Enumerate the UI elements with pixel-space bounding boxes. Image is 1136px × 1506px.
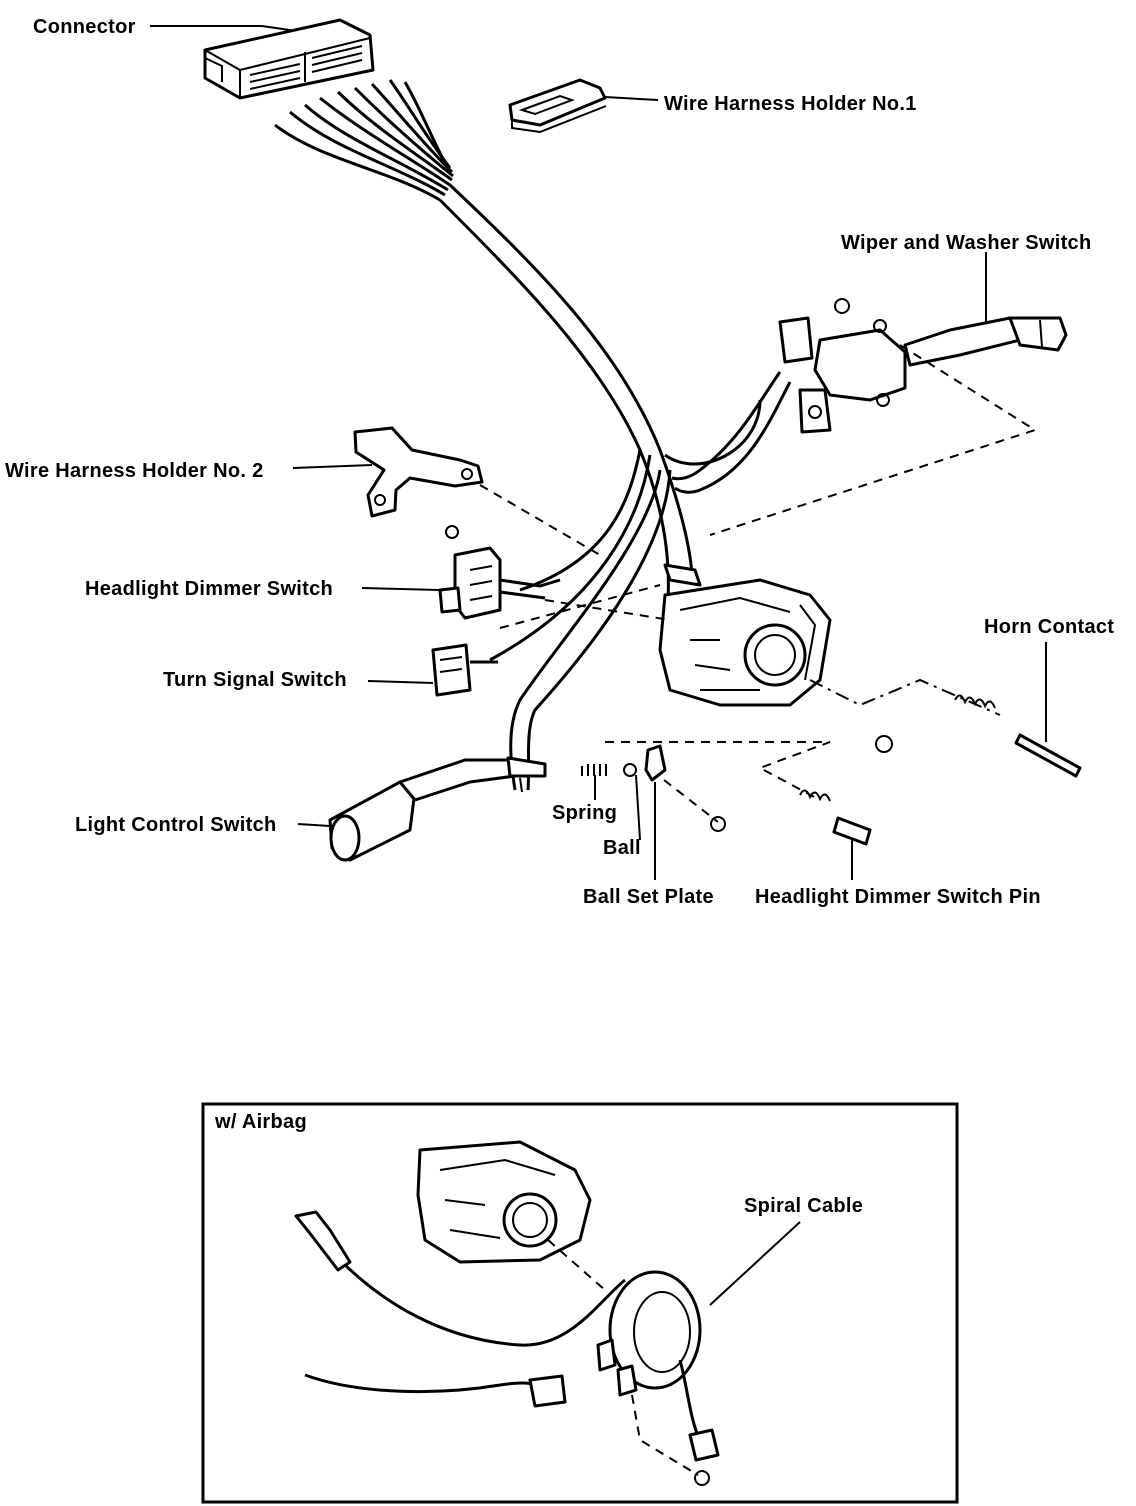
label-spring: Spring — [552, 802, 617, 824]
light-control-switch-part — [328, 756, 547, 862]
label-spiral-cable: Spiral Cable — [744, 1195, 863, 1217]
assembly-lines — [479, 344, 1038, 823]
label-horn-contact: Horn Contact — [984, 616, 1114, 638]
label-light-control-switch: Light Control Switch — [75, 814, 277, 836]
label-connector: Connector — [33, 16, 136, 38]
label-headlight-dimmer-switch-pin: Headlight Dimmer Switch Pin — [755, 886, 1041, 908]
wire-harness-holder-2-part — [353, 426, 484, 518]
wire-bundle — [274, 79, 762, 791]
label-ball-set-plate: Ball Set Plate — [583, 886, 714, 908]
airbag-inset: w/ Airbag Spiral Cable — [201, 1102, 959, 1504]
horn-contact-part — [875, 694, 1082, 778]
label-wire-harness-holder-2: Wire Harness Holder No. 2 — [5, 460, 264, 482]
inset-title: w/ Airbag — [214, 1111, 307, 1133]
label-ball: Ball — [603, 837, 641, 859]
label-turn-signal-switch: Turn Signal Switch — [163, 669, 347, 691]
label-headlight-dimmer-switch: Headlight Dimmer Switch — [85, 578, 333, 600]
leader-lines — [150, 25, 1047, 880]
label-wiper-washer-switch: Wiper and Washer Switch — [841, 232, 1091, 254]
wire-harness-holder-1-part — [508, 78, 607, 134]
wiper-washer-switch-part — [671, 298, 1068, 494]
connector-part — [203, 18, 375, 100]
headlight-dimmer-switch-part — [438, 525, 561, 620]
combination-switch-body — [658, 563, 832, 707]
small-parts — [581, 744, 872, 846]
label-wire-harness-holder-1: Wire Harness Holder No.1 — [664, 93, 917, 115]
turn-signal-switch-part — [431, 643, 498, 697]
